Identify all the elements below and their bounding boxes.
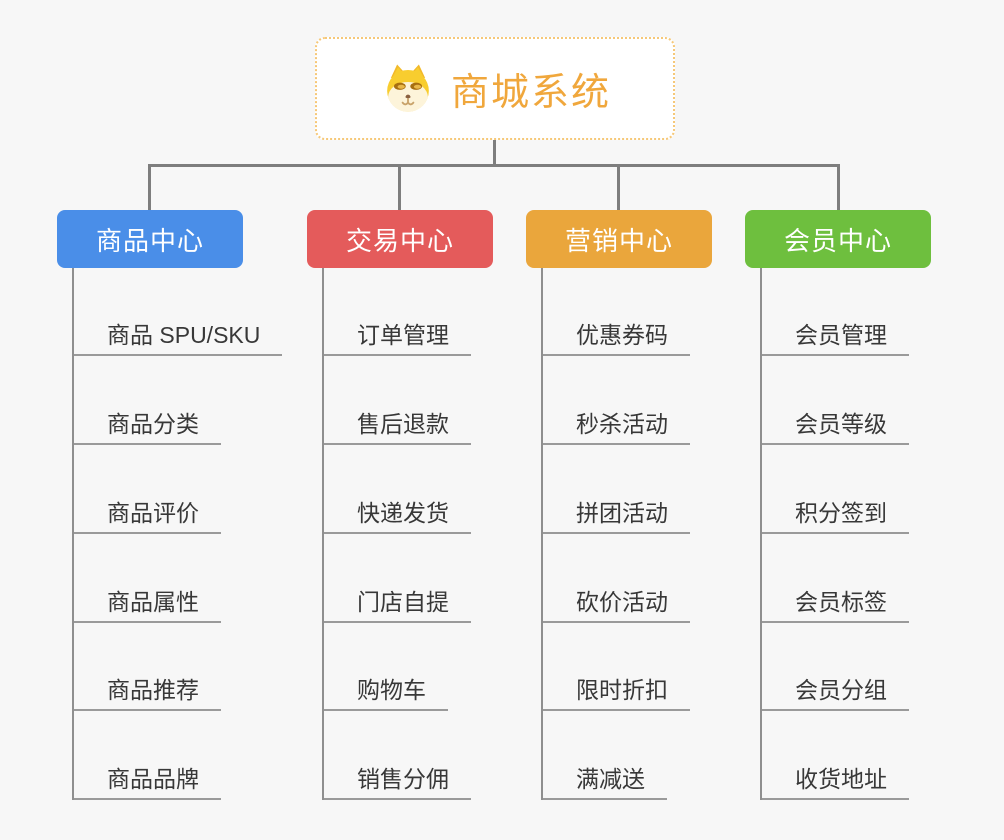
leaf-node[interactable]: 限时折扣 [543, 671, 690, 711]
leaf-node[interactable]: 收货地址 [762, 760, 909, 800]
leaf-node[interactable]: 订单管理 [324, 316, 471, 356]
connector-drop-trade [398, 164, 401, 211]
leaf-node[interactable]: 售后退款 [324, 405, 471, 445]
leaf-node[interactable]: 商品推荐 [74, 671, 221, 711]
leaf-node[interactable]: 会员分组 [762, 671, 909, 711]
leaf-node[interactable]: 拼团活动 [543, 494, 690, 534]
connector-drop-marketing [617, 164, 620, 211]
branch-column-trade: 订单管理 售后退款 快递发货 门店自提 购物车 销售分佣 [322, 268, 564, 800]
root-node[interactable]: 商城系统 [315, 37, 675, 140]
branch-column-members: 会员管理 会员等级 积分签到 会员标签 会员分组 收货地址 [760, 268, 1002, 800]
branch-label: 会员中心 [783, 225, 892, 256]
branch-node-products[interactable]: 商品中心 [57, 210, 243, 268]
leaf-node[interactable]: 购物车 [324, 671, 448, 711]
connector-drop-products [148, 164, 151, 211]
connector-root-stem [493, 139, 496, 167]
branch-label: 交易中心 [345, 225, 454, 256]
leaf-node[interactable]: 商品 SPU/SKU [74, 316, 283, 356]
connector-horizontal-bar [148, 164, 840, 167]
branch-node-marketing[interactable]: 营销中心 [526, 210, 712, 268]
leaf-node[interactable]: 商品评价 [74, 494, 221, 534]
leaf-node[interactable]: 会员标签 [762, 583, 909, 623]
root-title: 商城系统 [450, 72, 611, 114]
branch-label: 营销中心 [564, 225, 673, 256]
leaf-node[interactable]: 商品品牌 [74, 760, 221, 800]
leaf-node[interactable]: 会员等级 [762, 405, 909, 445]
leaf-node[interactable]: 满减送 [543, 760, 667, 800]
branch-node-trade[interactable]: 交易中心 [307, 210, 493, 268]
branch-node-members[interactable]: 会员中心 [745, 210, 931, 268]
leaf-node[interactable]: 门店自提 [324, 583, 471, 623]
leaf-node[interactable]: 会员管理 [762, 316, 909, 356]
leaf-node[interactable]: 优惠券码 [543, 316, 690, 356]
leaf-node[interactable]: 商品分类 [74, 405, 221, 445]
branch-column-marketing: 优惠券码 秒杀活动 拼团活动 砍价活动 限时折扣 满减送 [541, 268, 783, 800]
leaf-node[interactable]: 积分签到 [762, 494, 909, 534]
dog-face-icon [387, 64, 429, 112]
leaf-node[interactable]: 销售分佣 [324, 760, 471, 800]
branch-label: 商品中心 [95, 225, 204, 256]
branch-column-products: 商品 SPU/SKU 商品分类 商品评价 商品属性 商品推荐 商品品牌 [72, 268, 314, 800]
leaf-node[interactable]: 砍价活动 [543, 583, 690, 623]
leaf-node[interactable]: 快递发货 [324, 494, 471, 534]
connector-drop-members [837, 164, 840, 211]
leaf-node[interactable]: 商品属性 [74, 583, 221, 623]
leaf-node[interactable]: 秒杀活动 [543, 405, 690, 445]
